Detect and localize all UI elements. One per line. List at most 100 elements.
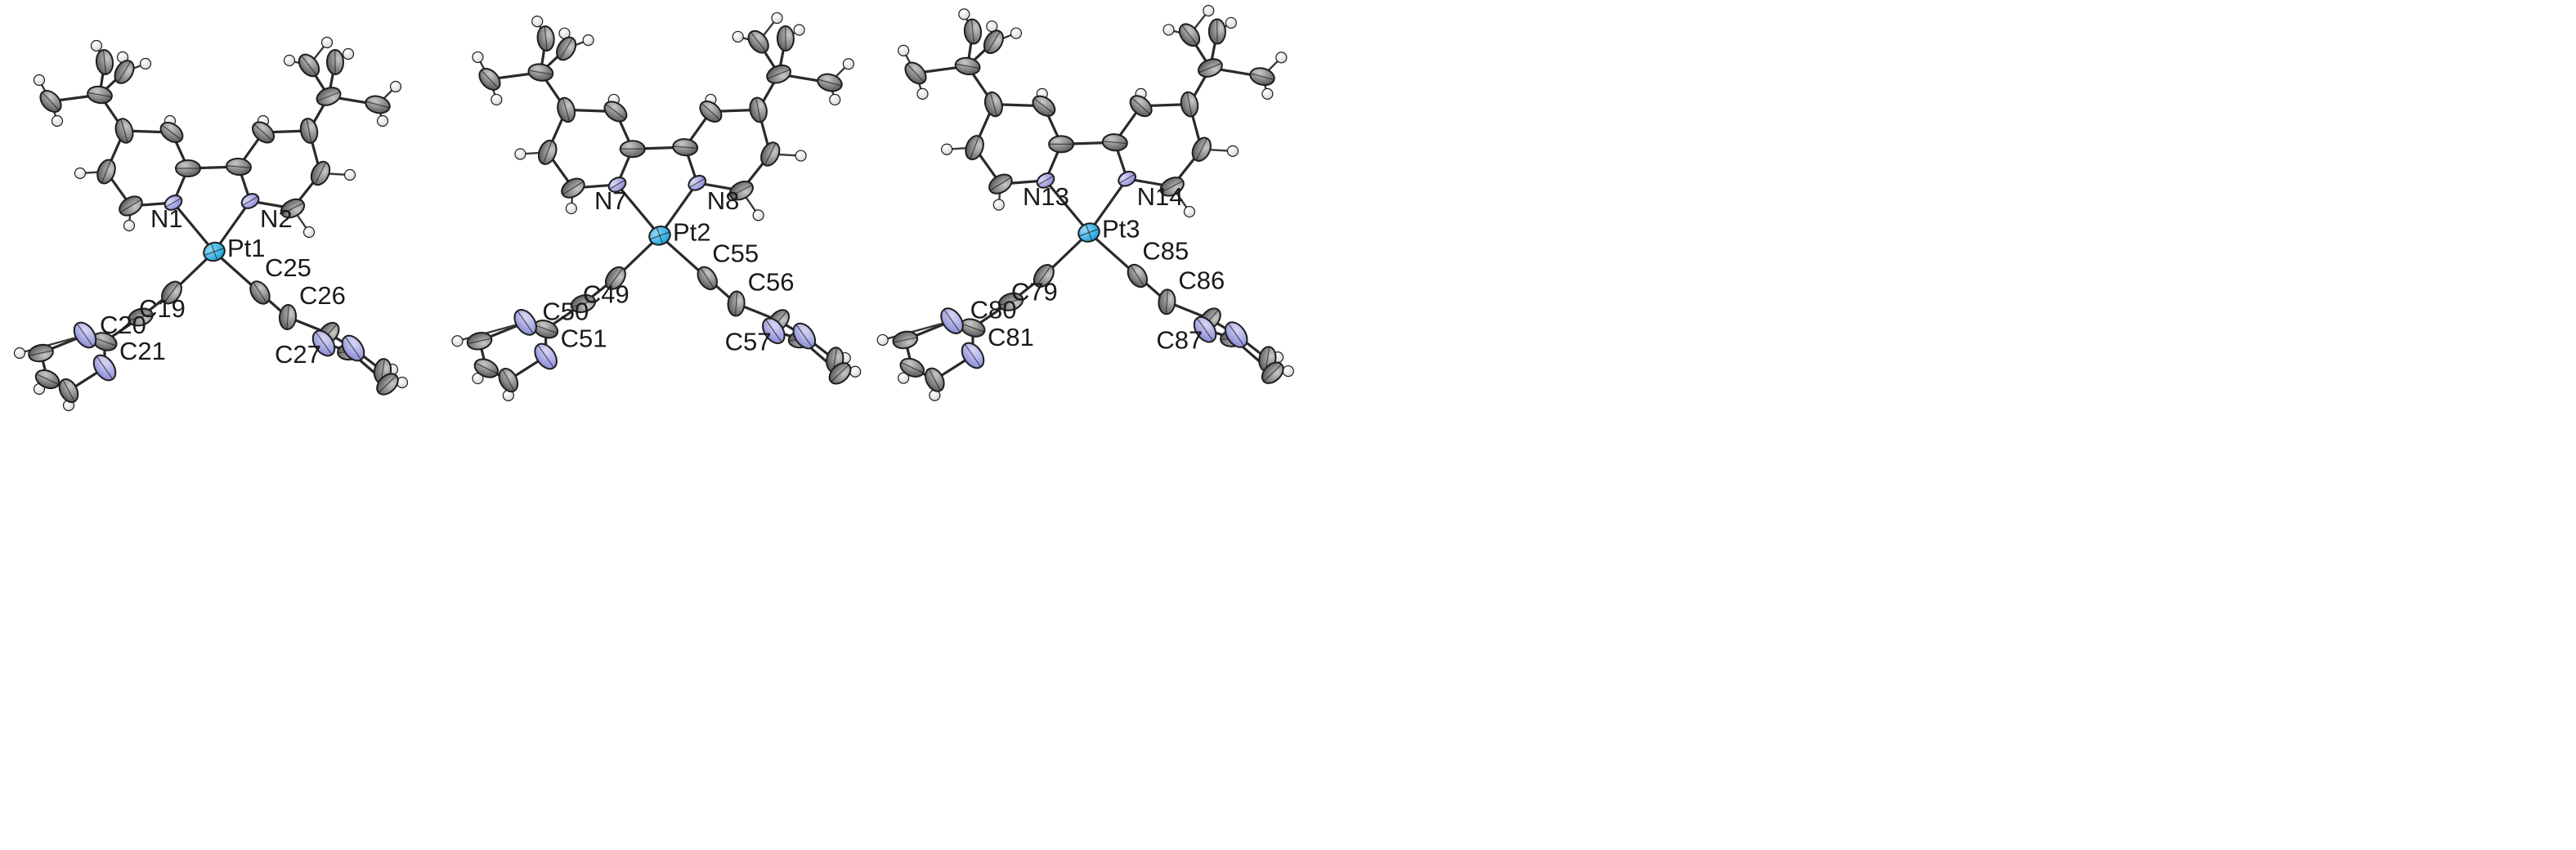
atom-label: C56 <box>748 268 795 297</box>
nitrogen-atom <box>73 321 97 349</box>
atom-label: C85 <box>1142 236 1189 265</box>
hydrogen-atom <box>1226 145 1239 157</box>
atom-label: Pt1 <box>227 234 266 262</box>
hydrogen-atom <box>795 150 807 162</box>
carbon-atom <box>1127 263 1149 289</box>
carbon-atom <box>817 73 843 92</box>
carbon-atom <box>96 159 116 185</box>
carbon-atom <box>997 292 1024 311</box>
hydrogen-atom <box>1275 51 1288 64</box>
hydrogen-atom <box>829 93 841 106</box>
nitrogen-atom <box>534 342 558 370</box>
carbon-atom <box>728 180 754 201</box>
nitrogen-atom <box>164 195 183 211</box>
atom-label: C86 <box>1178 266 1225 294</box>
hydrogen-atom <box>1203 5 1215 17</box>
nitrogen-atom <box>92 354 117 382</box>
atom-label: N13 <box>1023 182 1069 211</box>
carbon-atom <box>1197 58 1223 78</box>
carbon-atom <box>776 25 795 52</box>
carbon-atom <box>619 140 646 159</box>
platinum-atom <box>1077 222 1100 243</box>
hydrogen-atom <box>849 365 862 378</box>
hydrogen-atom <box>13 347 26 360</box>
atom-label: Pt3 <box>1102 214 1140 243</box>
carbon-atom <box>904 61 927 85</box>
nitrogen-atom <box>1036 172 1055 189</box>
atom-label: C79 <box>1011 277 1058 306</box>
hydrogen-atom <box>1163 24 1175 36</box>
hydrogen-atom <box>771 11 783 25</box>
carbon-atom <box>570 293 597 314</box>
carbon-atom <box>1191 136 1212 162</box>
hydrogen-atom <box>732 30 744 43</box>
hydrogen-atom <box>941 143 953 155</box>
hydrogen-atom <box>582 34 594 47</box>
hydrogen-atom <box>376 114 389 128</box>
hydrogen-atom <box>343 168 356 181</box>
carbon-atom <box>749 96 768 123</box>
carbon-atom <box>1180 91 1199 118</box>
nitrogen-atom <box>762 317 786 345</box>
atom-label: Pt2 <box>673 217 711 246</box>
hydrogen-atom <box>1010 27 1023 39</box>
carbon-atom <box>766 64 792 84</box>
carbon-atom <box>87 85 113 105</box>
bond <box>1087 177 1129 235</box>
carbon-atom <box>365 95 391 114</box>
carbon-atom <box>466 332 493 351</box>
carbon-atom <box>828 362 852 385</box>
carbon-atom <box>527 63 554 82</box>
atom-label: C87 <box>1156 325 1203 354</box>
carbon-atom <box>376 373 399 396</box>
platinum-atom <box>648 226 671 246</box>
atom-label: N14 <box>1137 182 1184 211</box>
hydrogen-atom <box>33 74 46 87</box>
atom-label: C81 <box>988 323 1034 351</box>
hydrogen-atom <box>74 167 87 180</box>
nitrogen-atom <box>1193 315 1217 343</box>
nitrogen-atom <box>940 307 964 334</box>
carbon-atom <box>899 357 925 378</box>
hydrogen-atom <box>491 93 503 106</box>
hydrogen-atom <box>302 226 316 239</box>
carbon-atom <box>119 195 143 217</box>
carbon-atom <box>39 90 62 113</box>
hydrogen-atom <box>283 54 296 67</box>
atom-label: C51 <box>561 324 607 353</box>
hydrogen-atom <box>451 335 464 347</box>
carbon-atom <box>299 118 319 144</box>
carbon-atom <box>561 177 585 199</box>
carbon-atom <box>159 121 184 144</box>
atom-label: C55 <box>712 239 759 267</box>
bond <box>616 183 661 237</box>
hydrogen-atom <box>898 372 910 384</box>
carbon-atom <box>161 280 182 305</box>
carbon-atom <box>1178 23 1201 47</box>
atom-label: C27 <box>275 340 321 369</box>
platinum-atom <box>203 241 226 262</box>
hydrogen-atom <box>123 219 136 232</box>
hydrogen-atom <box>842 58 854 70</box>
hydrogen-atom <box>1282 365 1294 378</box>
atom-label: C80 <box>970 295 1017 324</box>
carbon-atom <box>1101 133 1128 152</box>
nitrogen-atom <box>1224 321 1248 348</box>
atom-label: C20 <box>100 311 146 339</box>
carbon-atom <box>325 49 345 75</box>
carbon-atom <box>498 368 519 393</box>
carbon-atom <box>226 157 252 177</box>
carbon-atom <box>1249 67 1275 87</box>
carbon-atom <box>699 100 723 123</box>
carbon-atom <box>95 49 114 75</box>
carbon-atom <box>747 29 769 54</box>
nitrogen-atom <box>792 322 817 350</box>
hydrogen-atom <box>472 51 484 64</box>
carbon-atom <box>604 266 626 290</box>
hydrogen-atom <box>916 87 929 100</box>
nitrogen-atom <box>341 334 365 362</box>
carbon-atom <box>249 280 271 305</box>
hydrogen-atom <box>1225 16 1237 29</box>
hydrogen-atom <box>992 199 1005 211</box>
